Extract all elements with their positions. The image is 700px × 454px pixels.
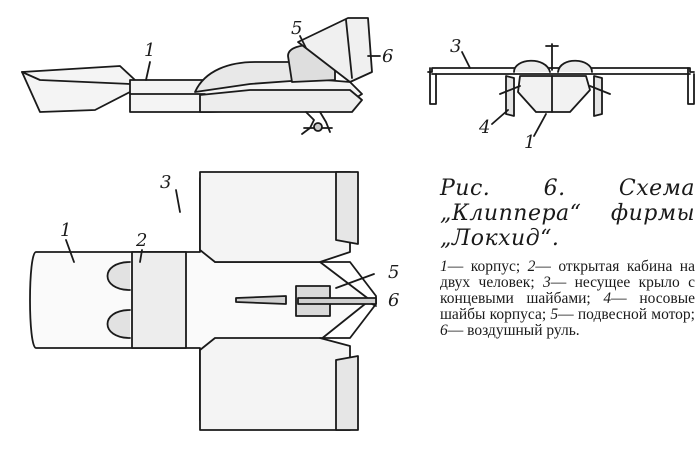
legend-item-number: 4 — [603, 290, 612, 307]
legend-item-text: — носовые шайбы корпуса; — [440, 290, 695, 323]
side-rudder — [297, 17, 373, 83]
top-callout-2: 2 — [135, 230, 147, 251]
legend-item-number: 6 — [440, 322, 448, 339]
front-hull — [517, 75, 591, 113]
figure-caption: Рис. 6. Схема „Клиппера“ фирмы „Локхид“.… — [440, 176, 695, 339]
top-end-plate-upper — [335, 171, 359, 245]
front-leader-4 — [491, 109, 509, 125]
legend-item-number: 2 — [527, 258, 536, 275]
front-leader-1 — [533, 113, 547, 137]
top-seat-rear — [106, 309, 131, 339]
side-bow-deck — [21, 71, 131, 85]
legend-item-text: — воздушный руль. — [447, 322, 580, 339]
front-nose-plate-left — [505, 75, 515, 117]
caption-title: Рис. 6. Схема „Клиппера“ фирмы „Локхид“. — [440, 176, 695, 251]
legend-item-number: 5 — [550, 306, 559, 323]
front-callout-4: 4 — [478, 117, 490, 138]
top-callout-6: 6 — [388, 290, 399, 311]
side-callout-5: 5 — [291, 18, 302, 39]
legend-item: 3— несущее крыло с концевыми шайбами; — [440, 274, 695, 307]
top-callout-5: 5 — [388, 262, 399, 283]
legend-item-text: — несущее крыло с концевыми шайбами; — [440, 274, 695, 307]
top-hull-slit — [235, 295, 287, 305]
top-leader-1 — [65, 239, 75, 263]
legend-item-number: 3 — [542, 274, 551, 291]
legend-item-number: 1 — [440, 258, 448, 275]
legend-item: 1— корпус; — [440, 258, 520, 275]
side-callout-6: 6 — [382, 46, 393, 67]
legend-item: 6— воздушный руль. — [440, 322, 580, 339]
legend-item-text: — корпус; — [447, 258, 521, 275]
legend-item: 5— подвесной мотор; — [550, 306, 695, 323]
front-nose-plate-right — [593, 75, 603, 117]
legend-item-text: — подвесной мотор; — [558, 306, 695, 323]
top-leader-3 — [175, 189, 181, 213]
top-leader-5 — [335, 273, 375, 289]
side-callout-1: 1 — [144, 40, 155, 61]
side-lower-hull — [199, 89, 363, 113]
side-leader-1 — [145, 61, 151, 81]
top-callout-3: 3 — [160, 172, 171, 193]
front-end-plate-left — [429, 67, 437, 105]
front-struts — [499, 85, 611, 95]
side-leader-5 — [299, 35, 307, 49]
top-leader-6 — [371, 303, 377, 307]
front-leader-3 — [461, 51, 471, 69]
side-bow — [21, 65, 136, 113]
top-callout-1: 1 — [60, 220, 71, 241]
front-callout-1: 1 — [524, 132, 535, 153]
caption-legend: 1— корпус; 2— открытая кабина на двух че… — [440, 259, 695, 339]
side-prop-hub — [313, 122, 323, 132]
front-callout-3: 3 — [450, 36, 461, 57]
front-dome-left — [513, 59, 551, 73]
front-view — [427, 43, 695, 137]
front-end-plate-right — [687, 67, 695, 105]
top-end-plate-lower — [335, 355, 359, 431]
legend-item: 4— носовые шайбы корпуса; — [440, 290, 695, 323]
top-leader-2 — [139, 249, 143, 263]
top-seat-front — [106, 261, 131, 291]
top-view — [29, 171, 377, 431]
front-dome-right — [557, 59, 593, 73]
side-rudder-edge — [345, 19, 353, 79]
legend-item: 2— открытая кабина на двух человек; — [440, 258, 695, 291]
legend-item-text: — открытая кабина на двух человек; — [440, 258, 695, 291]
top-cabin — [131, 251, 187, 349]
side-view — [21, 17, 381, 135]
front-mast — [545, 43, 559, 71]
top-rudder — [297, 297, 377, 305]
